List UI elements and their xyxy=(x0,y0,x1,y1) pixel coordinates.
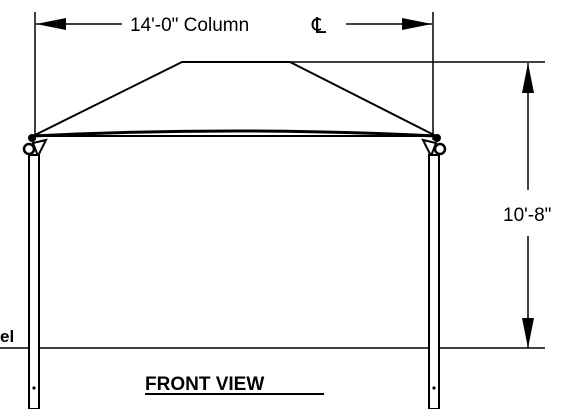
centerline-symbol: ℄ xyxy=(311,13,327,38)
left-column-bracket xyxy=(22,134,48,159)
height-dimension-label: 10'-8" xyxy=(503,205,551,226)
canopy-roof xyxy=(32,61,437,137)
left-column xyxy=(28,154,40,410)
right-column-anchor-dot xyxy=(432,386,436,390)
canopy-eave-curve xyxy=(32,129,437,138)
view-title: FRONT VIEW xyxy=(145,374,264,395)
right-column xyxy=(428,154,440,410)
grade-label: el xyxy=(0,327,14,346)
left-column-anchor-dot xyxy=(32,386,36,390)
right-column-bracket xyxy=(421,134,447,159)
width-dimension-label: 14'-0" Column xyxy=(130,15,249,36)
